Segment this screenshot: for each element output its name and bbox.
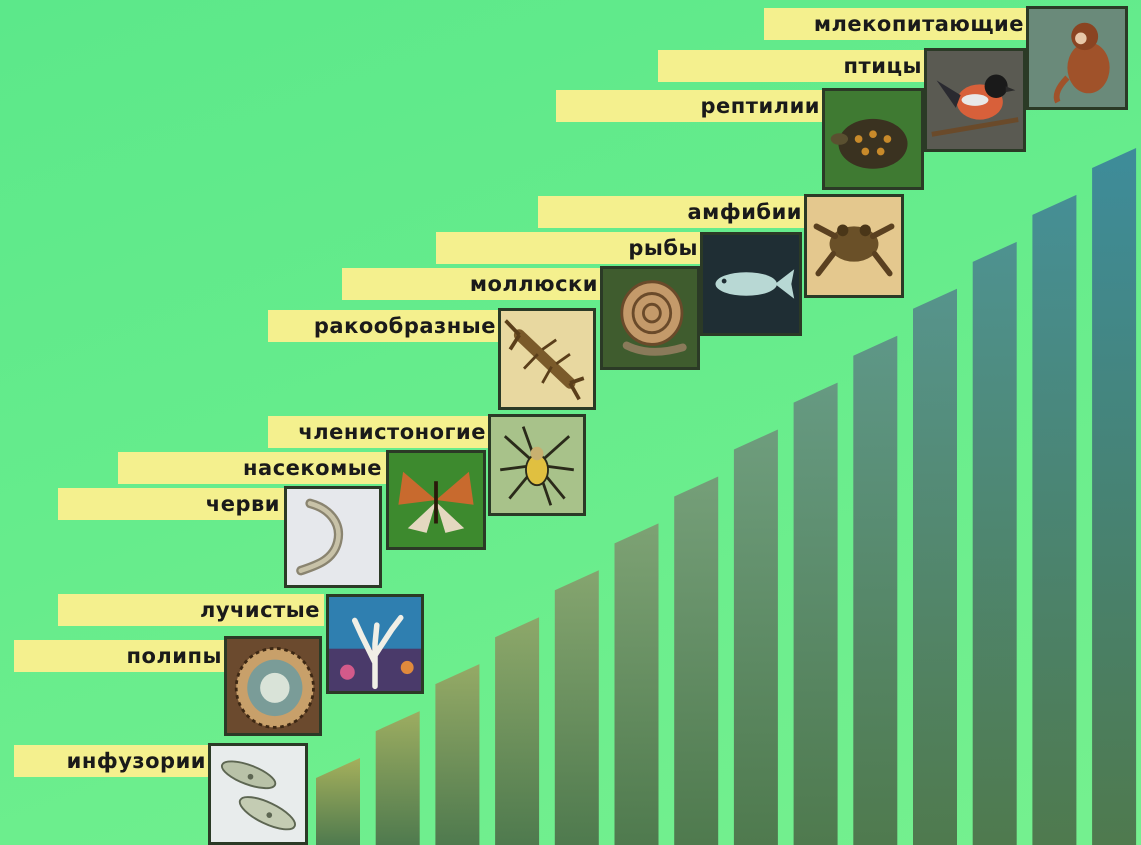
label-ptitsy: птицы bbox=[658, 50, 926, 82]
butterfly-photo-icon bbox=[386, 450, 486, 550]
staircase-bar bbox=[913, 289, 957, 845]
staircase-bar bbox=[853, 336, 897, 845]
label-ryby: рыбы bbox=[436, 232, 702, 264]
snail-photo-icon bbox=[600, 266, 700, 370]
coral-reef-photo-icon bbox=[326, 594, 424, 694]
staircase-bar bbox=[435, 664, 479, 845]
staircase-bar bbox=[734, 430, 778, 845]
monkey-photo-icon bbox=[1026, 6, 1128, 110]
tortoise-photo-icon bbox=[822, 88, 924, 190]
label-rakoobraznye: ракообразные bbox=[268, 310, 500, 342]
staircase-bar bbox=[495, 617, 539, 845]
staircase-bar bbox=[973, 242, 1017, 845]
label-chlenistonogie: членистоногие bbox=[268, 416, 490, 448]
label-reptilii: рептилии bbox=[556, 90, 824, 122]
staircase-bar bbox=[794, 383, 838, 845]
spider-photo-icon bbox=[488, 414, 586, 516]
bullfinch-photo-icon bbox=[924, 48, 1026, 152]
crayfish-photo-icon bbox=[498, 308, 596, 410]
staircase-bar bbox=[1092, 148, 1136, 845]
label-nasekomye: насекомые bbox=[118, 452, 386, 484]
staircase-bar bbox=[615, 523, 659, 845]
staircase-bar bbox=[316, 758, 360, 845]
label-luchistye: лучистые bbox=[58, 594, 324, 626]
staircase-bar bbox=[674, 476, 718, 845]
label-mlekopitayuschie: млекопитающие bbox=[764, 8, 1028, 40]
label-amfibii: амфибии bbox=[538, 196, 806, 228]
worm-photo-icon bbox=[284, 486, 382, 588]
staircase-bar bbox=[1032, 195, 1076, 845]
frog-photo-icon bbox=[804, 194, 904, 298]
label-infuzorii: инфузории bbox=[14, 745, 210, 777]
fish-photo-icon bbox=[700, 232, 802, 336]
label-mollyuski: моллюски bbox=[342, 268, 602, 300]
ciliate-photo-icon bbox=[208, 743, 308, 845]
label-chervi: черви bbox=[58, 488, 284, 520]
sea-anemone-photo-icon bbox=[224, 636, 322, 736]
staircase-bar bbox=[555, 570, 599, 845]
staircase-bar bbox=[376, 711, 420, 845]
label-polipy: полипы bbox=[14, 640, 226, 672]
